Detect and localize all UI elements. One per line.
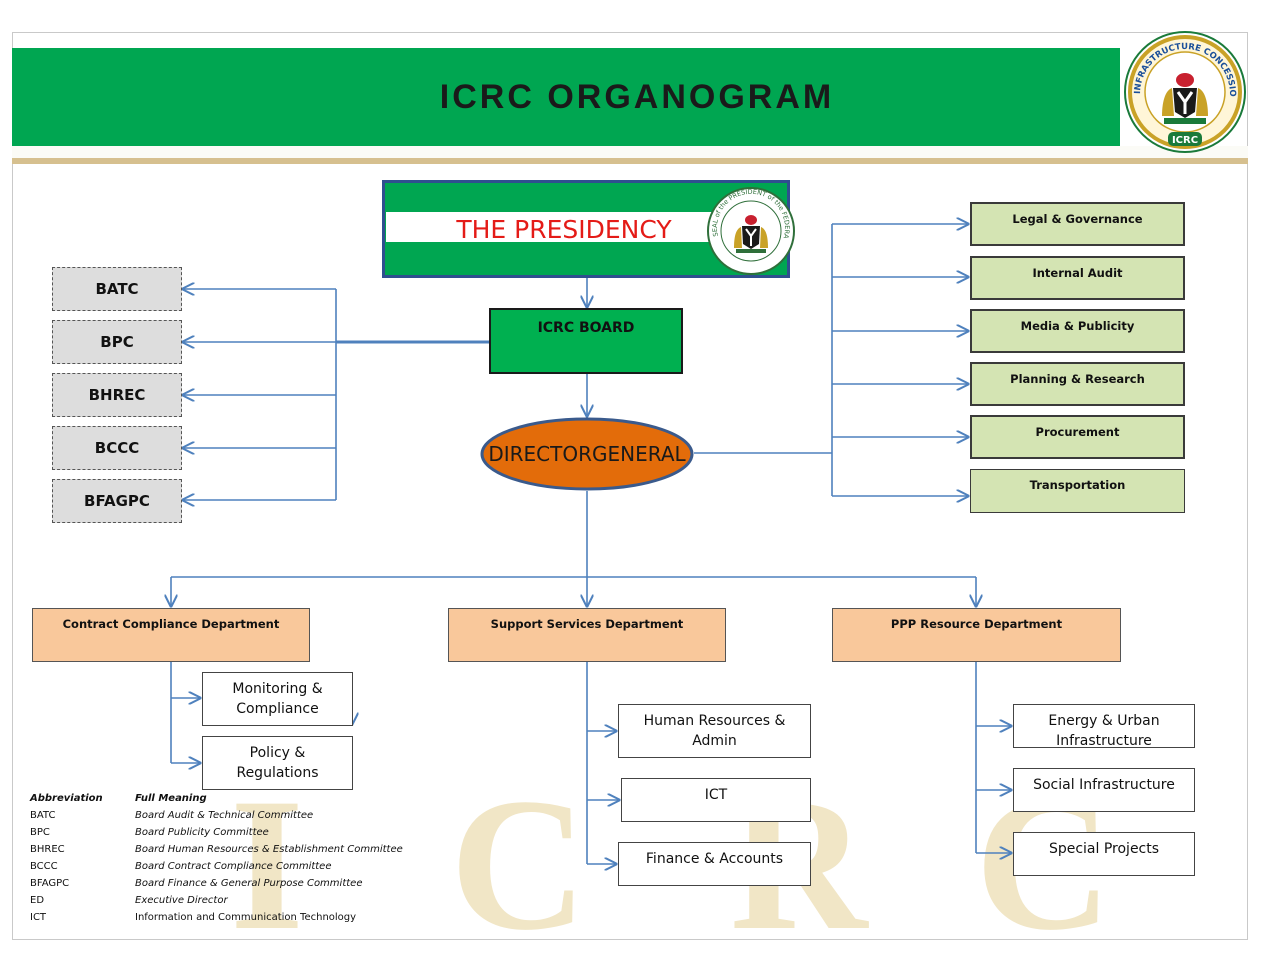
sub-unit-line: Policy &: [249, 745, 306, 761]
sub-unit-line: ICT: [704, 787, 728, 803]
sub-unit-line: Regulations: [236, 765, 319, 781]
sub-unit-box: ICT: [621, 778, 811, 822]
legend-row: BPC Board Publicity Committee: [30, 824, 450, 841]
legend-meaning: Executive Director: [135, 895, 228, 906]
sub-unit-line: Special Projects: [1048, 841, 1160, 857]
committee-box: BCCC: [52, 426, 182, 470]
legend-meaning: Board Publicity Committee: [135, 827, 269, 838]
unit-box: Procurement: [970, 415, 1185, 459]
legend-abbr: BATC: [30, 810, 56, 821]
legend-row: ED Executive Director: [30, 892, 450, 909]
sub-unit-box: Energy & Urban Infrastructure: [1013, 704, 1195, 748]
dg-line: DIRECTOR: [488, 442, 592, 466]
legend-abbr: BPC: [30, 827, 50, 838]
sub-unit-line: Infrastructure: [1056, 733, 1152, 748]
ppp-resource-department: PPP Resource Department: [832, 608, 1121, 662]
presidency-label: THE PRESIDENCY: [456, 214, 672, 244]
sub-unit-box: Finance & Accounts: [618, 842, 811, 886]
icrc-logo: INFRASTRUCTURE CONCESSION REGULATORY COM…: [1118, 30, 1246, 153]
unit-box: Transportation: [970, 469, 1185, 513]
legend-row: BCCC Board Contract Compliance Committee: [30, 858, 450, 875]
sub-unit-line: Energy & Urban: [1048, 713, 1160, 729]
director-general-ellipse: [480, 417, 694, 491]
sub-unit-line: Monitoring &: [232, 681, 323, 697]
sub-unit-box: Policy & Regulations: [202, 736, 353, 790]
legend-row: BFAGPC Board Finance & General Purpose C…: [30, 875, 450, 892]
unit-box: Legal & Governance: [970, 202, 1185, 246]
sub-unit-line: Compliance: [236, 701, 319, 717]
legend-abbr: BHREC: [30, 844, 65, 855]
sub-unit-line: Human Resources &: [643, 713, 786, 729]
legend-abbr: BCCC: [30, 861, 58, 872]
sub-unit-box: Human Resources & Admin: [618, 704, 811, 758]
sub-unit-box: Social Infrastructure: [1013, 768, 1195, 812]
unit-box: Media & Publicity: [970, 309, 1185, 353]
legend-meaning: Board Audit & Technical Committee: [135, 810, 314, 821]
abbreviation-legend: Abbreviation Full Meaning BATC Board Aud…: [30, 790, 450, 926]
header-divider: [12, 146, 1248, 164]
icrc-board-box: ICRC BOARD: [489, 308, 683, 374]
legend-row: ICT Information and Communication Techno…: [30, 909, 450, 926]
legend-abbr: BFAGPC: [30, 878, 70, 889]
legend-abbr: ICT: [30, 912, 47, 923]
legend-heading-abbreviation: Abbreviation: [30, 793, 103, 804]
legend-row: BATC Board Audit & Technical Committee: [30, 807, 450, 824]
legend-meaning: Board Finance & General Purpose Committe…: [135, 878, 363, 889]
dg-line: GENERAL: [592, 442, 686, 466]
unit-box: Internal Audit: [970, 256, 1185, 300]
committee-box: BPC: [52, 320, 182, 364]
sub-unit-line: Social Infrastructure: [1033, 777, 1175, 793]
slide-frame: [12, 32, 1248, 940]
contract-compliance-department: Contract Compliance Department: [32, 608, 310, 662]
committee-box: BFAGPC: [52, 479, 182, 523]
director-general-label: DIRECTOR GENERAL: [480, 421, 694, 487]
legend-meaning: Board Human Resources & Establishment Co…: [135, 844, 403, 855]
page-title: ICRC ORGANOGRAM: [439, 77, 835, 116]
legend-meaning: Board Contract Compliance Committee: [135, 861, 332, 872]
sub-unit-line: Admin: [692, 733, 737, 749]
legend-abbr: ED: [30, 895, 45, 906]
sub-unit-box: Special Projects: [1013, 832, 1195, 876]
sub-unit-box: Monitoring & Compliance: [202, 672, 353, 726]
legend-meaning: Information and Communication Technology: [135, 912, 357, 923]
legend-header-row: Abbreviation Full Meaning: [30, 790, 450, 807]
legend-row: BHREC Board Human Resources & Establishm…: [30, 841, 450, 858]
sub-unit-line: Finance & Accounts: [645, 851, 784, 867]
header-bar: [12, 48, 1120, 146]
committee-box: BATC: [52, 267, 182, 311]
watermark-letter: I: [230, 760, 304, 970]
support-services-department: Support Services Department: [448, 608, 726, 662]
watermark-letter: C: [450, 760, 588, 970]
logo-badge-text: ICRC: [1172, 135, 1198, 146]
presidential-seal-icon: SEAL of the PRESIDENT of the FEDERAL REP…: [706, 186, 795, 275]
legend-heading-meaning: Full Meaning: [135, 793, 207, 804]
committee-box: BHREC: [52, 373, 182, 417]
unit-box: Planning & Research: [970, 362, 1185, 406]
